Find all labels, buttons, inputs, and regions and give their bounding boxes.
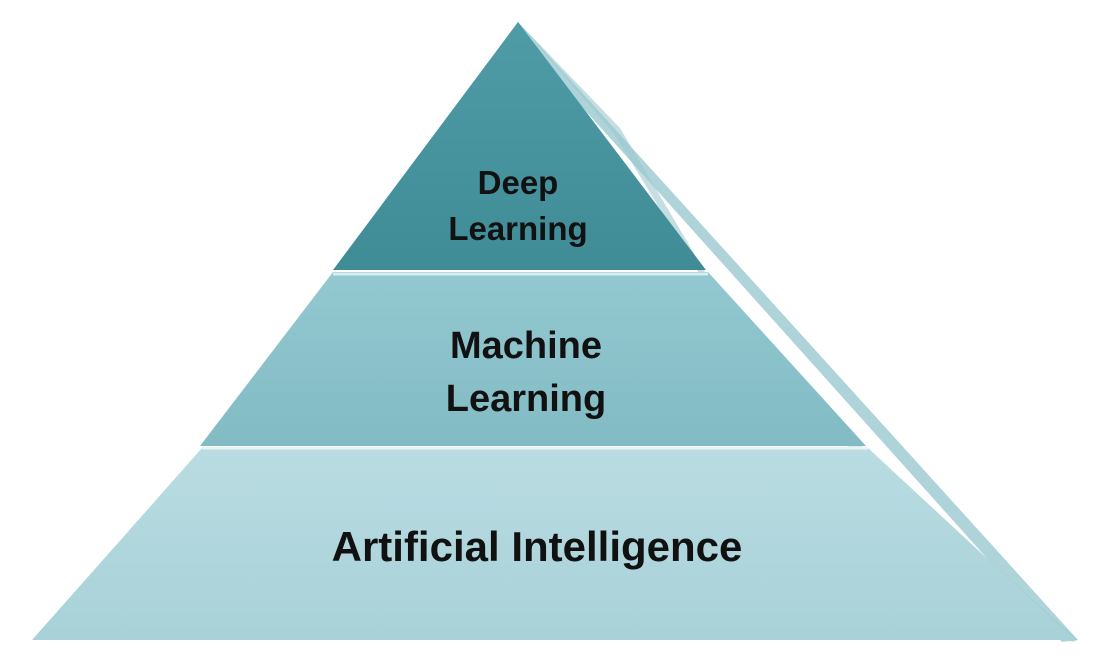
pyramid-side-face	[518, 22, 1078, 642]
layer-middle[interactable]	[200, 272, 866, 446]
layer-middle-label-line2: Learning	[446, 378, 606, 420]
layer-bottom-label: Artificial Intelligence	[332, 523, 743, 570]
layer-bottom[interactable]	[32, 448, 1075, 640]
layer-top[interactable]	[333, 22, 706, 270]
layer-top-label-line1: Deep	[478, 164, 559, 201]
layer-top-label-line2: Learning	[448, 210, 587, 247]
pyramid-side-face-shadow	[518, 22, 1078, 642]
layer-middle-label-line1: Machine	[450, 325, 602, 367]
